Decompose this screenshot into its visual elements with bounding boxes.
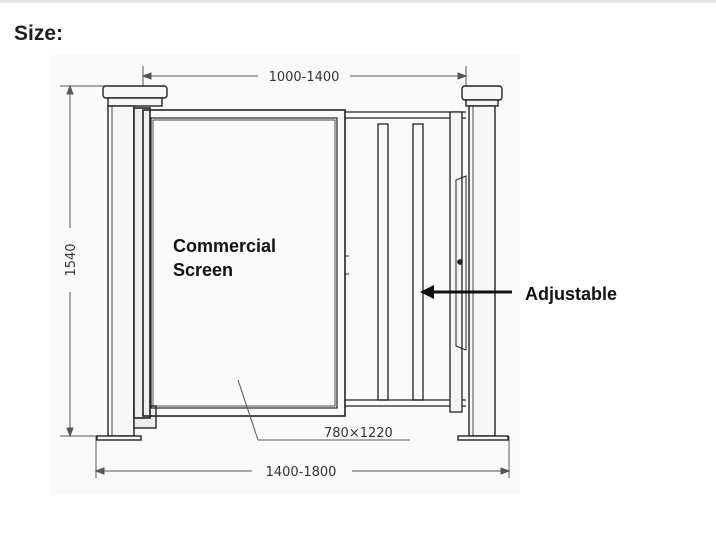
adjustable-arrow bbox=[420, 285, 512, 299]
top-width-label: 1000-1400 bbox=[269, 70, 340, 85]
top-width-dimension bbox=[141, 66, 468, 96]
screen-cassette bbox=[133, 107, 349, 419]
adjustable-section bbox=[345, 111, 467, 413]
screen-size-label: 780×1220 bbox=[324, 426, 393, 441]
bottom-width-label: 1400-1800 bbox=[266, 465, 337, 480]
screen-size-leader bbox=[237, 379, 410, 441]
top-divider bbox=[0, 0, 716, 3]
right-post bbox=[457, 85, 509, 441]
height-label: 1540 bbox=[64, 243, 79, 276]
screen-label-line1: Commercial bbox=[173, 236, 276, 256]
bottom-width-dimension bbox=[94, 436, 511, 478]
adjustable-label: Adjustable bbox=[525, 284, 617, 304]
screen-label-line2: Screen bbox=[173, 260, 233, 280]
size-heading: Size: bbox=[14, 22, 64, 45]
